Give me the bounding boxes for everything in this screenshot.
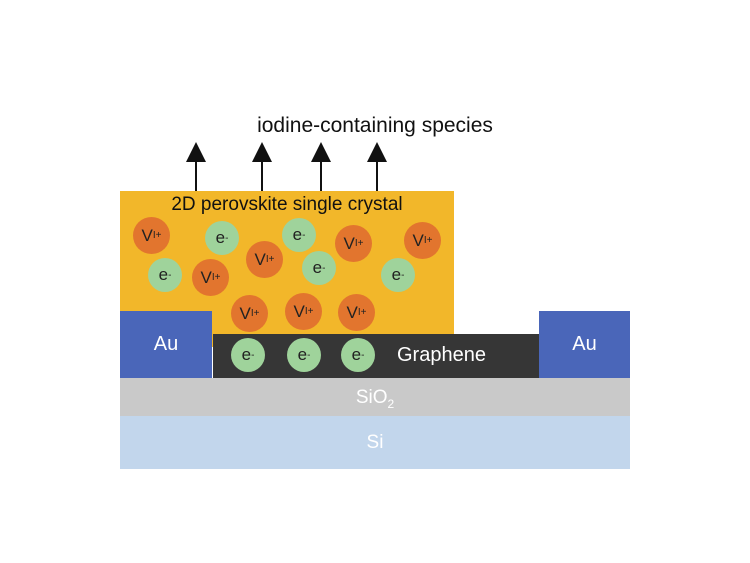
graphene-layer	[213, 334, 539, 378]
electron: e-	[341, 338, 375, 372]
electron: e-	[148, 258, 182, 292]
graphene-label: Graphene	[397, 344, 486, 366]
electrode-left-label: Au	[153, 333, 179, 355]
electron: e-	[205, 221, 239, 255]
gold-electrode-right: Au	[539, 311, 630, 378]
sio2-layer	[120, 378, 630, 416]
si-substrate	[120, 416, 630, 469]
electrode-right-label: Au	[572, 333, 597, 355]
electron: e-	[302, 251, 336, 285]
crystal-label: 2D perovskite single crystal	[171, 194, 403, 215]
electron: e-	[282, 218, 316, 252]
si-label: Si	[366, 432, 384, 453]
sio2-label: SiO2	[355, 387, 395, 411]
electron: e-	[231, 338, 265, 372]
gold-electrode-left: Au	[120, 311, 212, 378]
diagram-title: iodine-containing species	[257, 114, 493, 137]
electron: e-	[287, 338, 321, 372]
electron: e-	[381, 258, 415, 292]
